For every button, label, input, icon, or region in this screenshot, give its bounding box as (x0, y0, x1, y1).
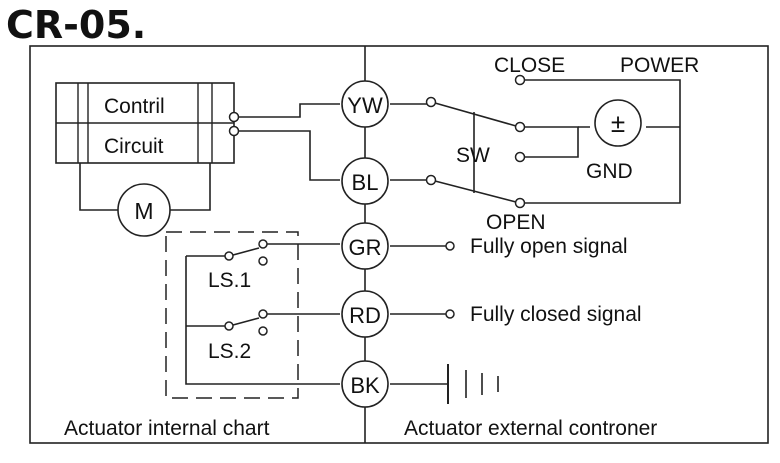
ls1-contact-top (258, 239, 268, 249)
fully-closed-label: Fully closed signal (470, 303, 642, 326)
node-bl-circle (341, 157, 389, 205)
control-terminal-1 (228, 111, 240, 123)
ls2-contact-left (224, 321, 234, 331)
sw-blade-lower (434, 180, 517, 203)
control-label: Contril (104, 95, 165, 118)
node-bl: BL (341, 157, 389, 205)
outer-frame (29, 45, 769, 444)
sw-common-bottom (514, 151, 526, 163)
ground-symbol (390, 364, 499, 404)
close-label: CLOSE (494, 54, 565, 77)
ls2-label: LS.2 (208, 340, 251, 363)
ls1-blade (232, 247, 260, 256)
ls1-label: LS.1 (208, 269, 251, 292)
ls1-contact-bottom (258, 256, 268, 266)
node-rd-label: RD (349, 303, 381, 328)
sw-label: SW (456, 144, 490, 167)
motor-wire-left (79, 163, 118, 211)
sw-common-top (514, 121, 526, 133)
fully-open-terminal (445, 241, 455, 251)
yw-wire (238, 103, 340, 118)
motor-wire-right (170, 163, 211, 211)
ls2-blade (232, 317, 260, 326)
sw-contact-bl (425, 174, 437, 186)
sw-blade-upper (434, 102, 517, 127)
circuit-label: Circuit (104, 135, 164, 158)
node-bk: BK (341, 360, 389, 408)
fully-open-label: Fully open signal (470, 235, 628, 258)
power-loop-wire (524, 79, 681, 204)
open-terminal (514, 197, 526, 209)
node-gr-label: GR (349, 235, 382, 260)
open-label: OPEN (486, 211, 546, 234)
internal-chart-caption: Actuator internal chart (64, 417, 270, 440)
node-rd: RD (341, 290, 389, 338)
power-source-symbol (594, 99, 642, 147)
motor-label: M (134, 198, 153, 224)
node-bl-label: BL (352, 170, 379, 195)
node-gr-circle (341, 222, 389, 270)
node-rd-circle (341, 290, 389, 338)
fully-closed-terminal (445, 309, 455, 319)
power-source-sign: ± (611, 108, 625, 138)
power-label: POWER (620, 54, 699, 77)
ls2-contact-bottom (258, 326, 268, 336)
node-yw: YW (341, 80, 389, 128)
ls2-contact-top (258, 309, 268, 319)
gnd-label: GND (586, 160, 633, 183)
external-controller-caption: Actuator external controner (404, 417, 657, 440)
diagram-title: CR-05. (6, 3, 146, 47)
bk-common-wire (185, 256, 340, 385)
bl-wire (238, 130, 340, 181)
node-yw-label: YW (347, 93, 383, 118)
node-yw-circle (341, 80, 389, 128)
power-common-wire (524, 126, 579, 158)
ls1-contact-left (224, 251, 234, 261)
control-circuit-box (55, 82, 235, 164)
sw-contact-yw (425, 96, 437, 108)
node-bk-label: BK (350, 373, 380, 398)
motor-symbol (117, 183, 171, 237)
node-bk-circle (341, 360, 389, 408)
control-terminal-2 (228, 125, 240, 137)
node-gr: GR (341, 222, 389, 270)
limit-switch-box (165, 231, 299, 399)
